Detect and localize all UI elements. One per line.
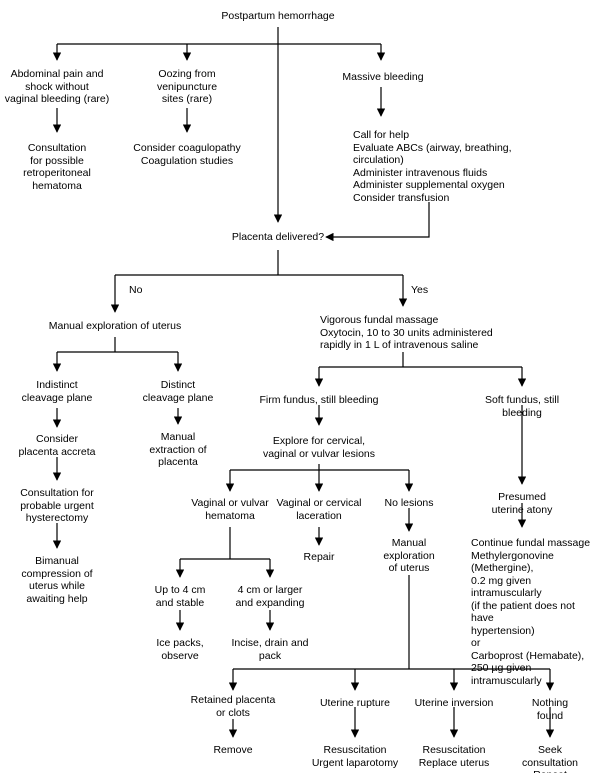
node-consult-hysterectomy: Consultation for probable urgent hystere…: [20, 487, 94, 524]
node-uterine-rupture: Uterine rupture: [319, 697, 391, 709]
node-soft-fundus: Soft fundus, still bleeding: [484, 394, 560, 419]
node-manual-exploration: Manual exploration of uterus: [48, 320, 182, 332]
node-ice-packs: Ice packs, observe: [156, 637, 204, 662]
arrow-callhelp-to-placenta: [325, 202, 430, 242]
node-incise-drain: Incise, drain and pack: [231, 637, 309, 662]
node-manual-exploration-2: Manual exploration of uterus: [383, 537, 435, 574]
node-consider-coagulopathy: Consider coagulopathy Coagulation studie…: [133, 142, 241, 167]
node-vigorous-massage: Vigorous fundal massage Oxytocin, 10 to …: [320, 314, 493, 351]
node-explore-lesions: Explore for cervical, vaginal or vulvar …: [262, 435, 376, 460]
node-vv-hematoma: Vaginal or vulvar hematoma: [191, 497, 269, 522]
node-4cm-or-larger: 4 cm or larger and expanding: [235, 584, 305, 609]
node-distinct-cleavage: Distinct cleavage plane: [142, 379, 214, 404]
node-resus-replace: Resuscitation Replace uterus: [418, 744, 490, 769]
node-vc-laceration: Vaginal or cervical laceration: [276, 497, 362, 522]
node-abdominal-pain: Abdominal pain and shock without vaginal…: [4, 68, 110, 105]
node-consult-retroperitoneal: Consultation for possible retroperitonea…: [23, 142, 91, 192]
node-postpartum-hemorrhage: Postpartum hemorrhage: [221, 10, 335, 22]
node-firm-fundus: Firm fundus, still bleeding: [259, 394, 379, 406]
node-up-to-4cm: Up to 4 cm and stable: [154, 584, 206, 609]
node-resus-laparotomy: Resuscitation Urgent laparotomy: [311, 744, 399, 769]
node-uterine-atony: Presumed uterine atony: [491, 491, 553, 516]
node-nothing-found: Nothing found: [531, 697, 569, 722]
node-remove: Remove: [213, 744, 253, 756]
node-manual-extraction: Manual extraction of placenta: [149, 431, 207, 468]
node-repair: Repair: [303, 551, 335, 563]
node-placenta-delivered: Placenta delivered?: [231, 231, 325, 243]
label-no: No: [129, 284, 143, 296]
node-oozing: Oozing from venipuncture sites (rare): [156, 68, 218, 105]
node-no-lesions: No lesions: [384, 497, 434, 509]
node-call-for-help: Call for help Evaluate ABCs (airway, bre…: [353, 129, 512, 204]
node-bimanual-compression: Bimanual compression of uterus while awa…: [21, 555, 93, 605]
node-continue-massage: Continue fundal massage Methylergonovine…: [471, 537, 591, 687]
node-retained-placenta: Retained placenta or clots: [190, 694, 276, 719]
node-massive-bleeding: Massive bleeding: [342, 71, 424, 83]
node-placenta-accreta: Consider placenta accreta: [18, 433, 96, 458]
node-indistinct-cleavage: Indistinct cleavage plane: [21, 379, 93, 404]
node-seek-consultation: Seek consultation Repeat algorithm: [521, 744, 579, 773]
node-uterine-inversion: Uterine inversion: [414, 697, 494, 709]
label-yes: Yes: [411, 284, 429, 296]
